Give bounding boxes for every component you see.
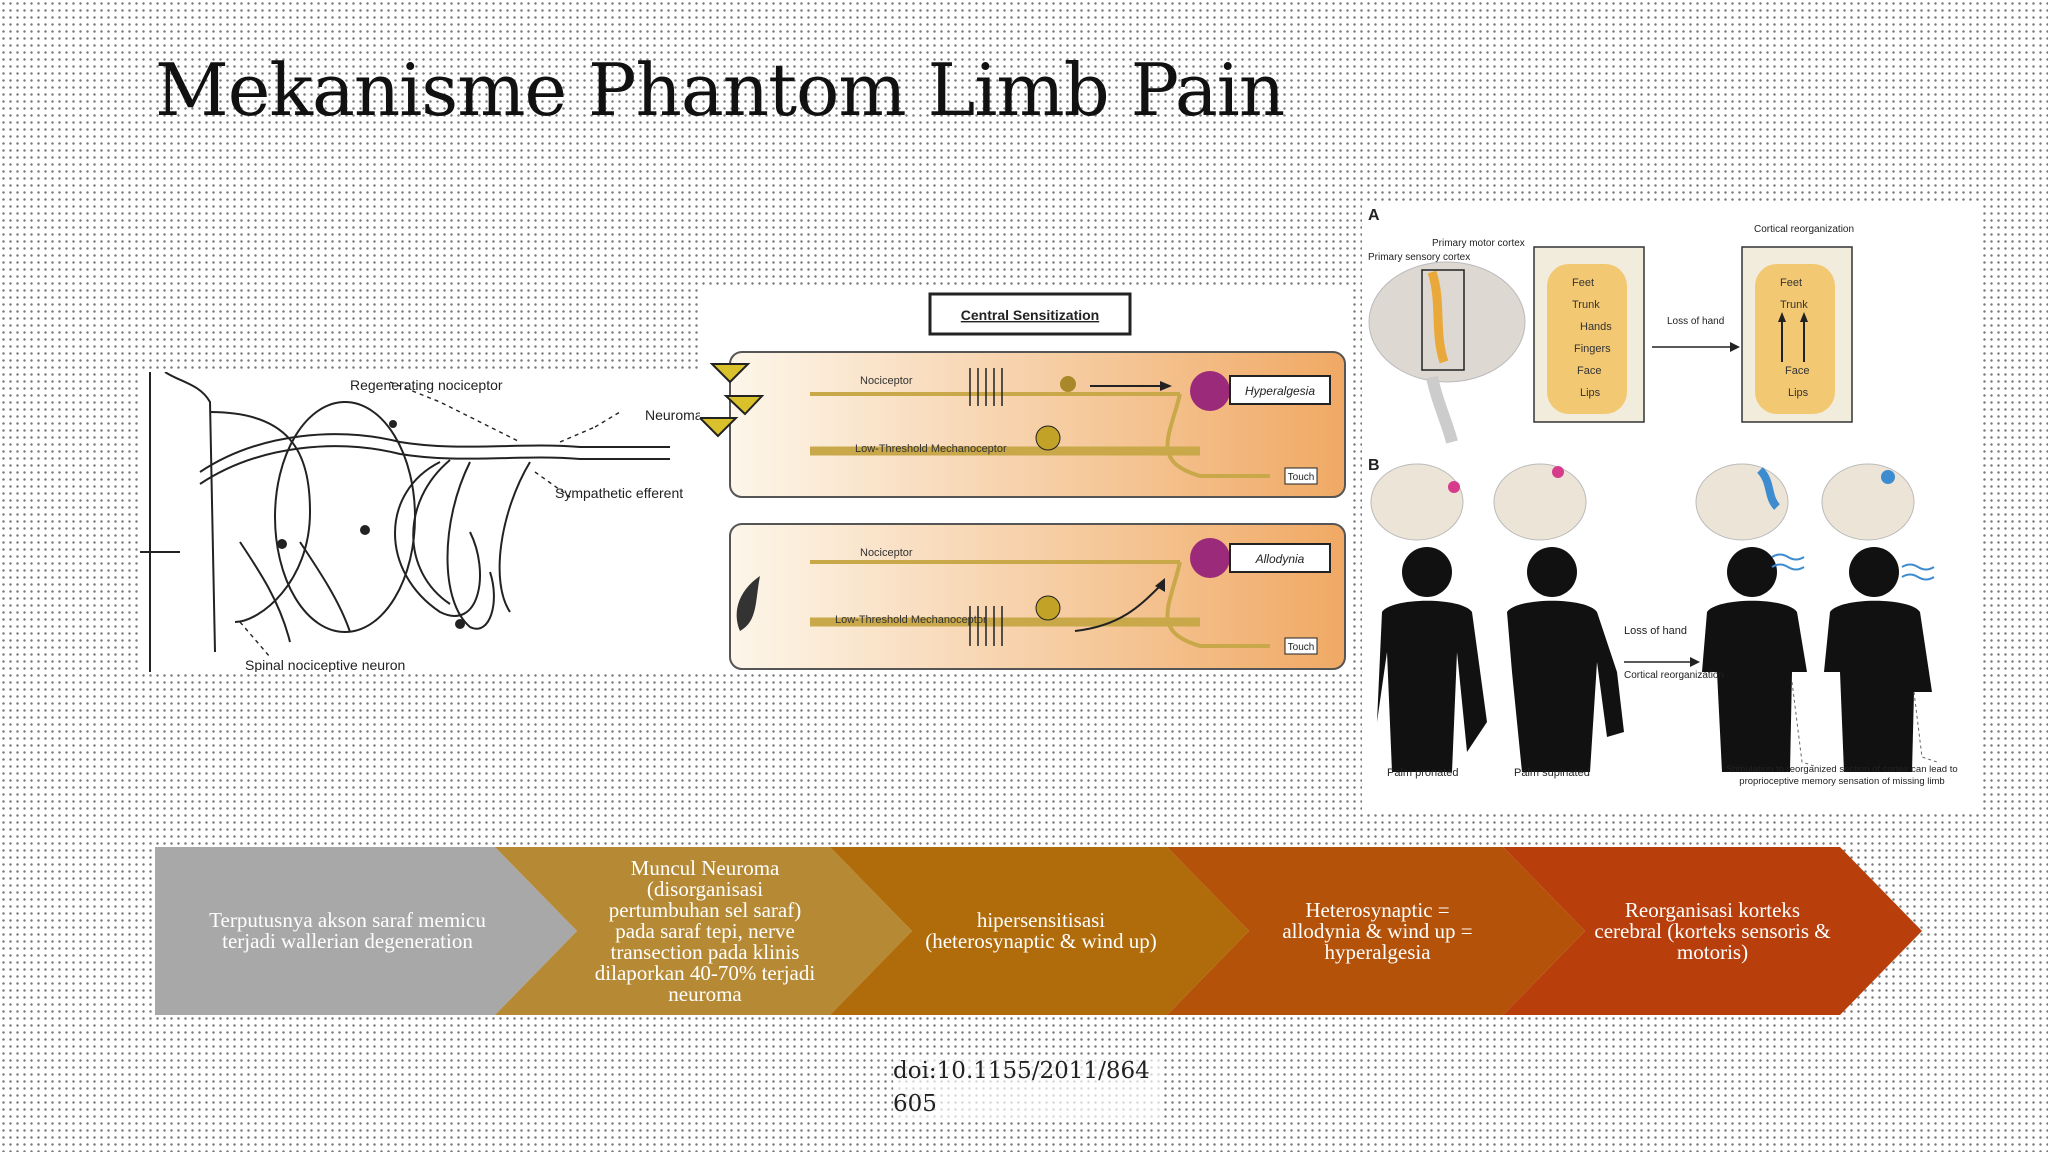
mechanoceptor-label-top: Low-Threshold Mechanoceptor <box>855 443 1007 455</box>
step-shape-0 <box>155 847 577 1015</box>
process-step-3: hipersensitisasi (heterosynaptic & wind … <box>925 908 1157 953</box>
central-sensitization-diagram: Central Sensitization Hyperalgesia Touch… <box>700 286 1350 674</box>
process-step-1: Terputusnya akson saraf memicu terjadi w… <box>209 908 486 953</box>
map-before-5: Lips <box>1580 387 1601 399</box>
map-before-2: Hands <box>1580 321 1612 333</box>
process-step-4: Heterosynaptic = allodynia & wind up = h… <box>1282 897 1473 964</box>
map-before-1: Trunk <box>1572 299 1600 311</box>
allodynia-label: Allodynia <box>1255 552 1305 566</box>
motor-cortex-label: Primary motor cortex <box>1432 238 1525 249</box>
nociceptor-label-top: Nociceptor <box>860 375 913 387</box>
map-before-4: Face <box>1577 365 1601 377</box>
touch-label-top: Touch <box>1288 472 1315 483</box>
step-shape-3 <box>1167 847 1585 1015</box>
map-after-0: Feet <box>1780 277 1802 289</box>
neuroma-label: Neuroma <box>645 407 703 423</box>
stimulation-caption: Stimulation to reorganized section of co… <box>1726 764 1958 787</box>
step-shape-4 <box>1503 847 1922 1015</box>
hyperalgesia-label: Hyperalgesia <box>1245 384 1315 398</box>
mechanoceptor-label-bottom: Low-Threshold Mechanoceptor <box>835 614 987 626</box>
spinal-label: Spinal nociceptive neuron <box>245 657 405 672</box>
panel-a-letter: A <box>1368 207 1380 224</box>
map-before-3: Fingers <box>1574 343 1611 355</box>
map-after-3: Lips <box>1788 387 1809 399</box>
palm-pronated-label: Palm pronated <box>1387 767 1459 779</box>
process-step-5: Reorganisasi korteks cerebral (korteks s… <box>1594 897 1831 964</box>
cortical-reorganization-figure: A B Primary sensory cortex Primary motor… <box>1362 202 1980 812</box>
sympathetic-label: Sympathetic efferent <box>555 485 683 501</box>
touch-label-bottom: Touch <box>1288 642 1315 653</box>
cortical-reorg-label: Cortical reorganization <box>1754 224 1854 235</box>
cortical-reorg-label-b: Cortical reorganization <box>1624 670 1724 681</box>
loss-label-b: Loss of hand <box>1624 625 1687 637</box>
step-shape-2 <box>830 847 1249 1015</box>
process-step-2: Muncul Neuroma (disorganisasi pertumbuha… <box>594 855 816 1006</box>
loss-label-a: Loss of hand <box>1667 316 1724 327</box>
sensory-cortex-label: Primary sensory cortex <box>1368 252 1470 263</box>
map-before-0: Feet <box>1572 277 1594 289</box>
map-after-2: Face <box>1785 365 1809 377</box>
step-shape-1 <box>495 847 912 1015</box>
panel-b-letter: B <box>1368 457 1380 474</box>
map-after-1: Trunk <box>1780 299 1808 311</box>
palm-supinated-label: Palm supinated <box>1514 767 1590 779</box>
neuroma-diagram: Regenerating nociceptor Neuroma Sympathe… <box>140 372 708 672</box>
regenerating-label: Regenerating nociceptor <box>350 377 503 393</box>
slide-title: Mekanisme Phantom Limb Pain <box>155 48 1285 132</box>
central-sensitization-title: Central Sensitization <box>961 307 1099 323</box>
doi-reference: doi:10.1155/2011/864605 <box>893 1055 1163 1121</box>
nociceptor-label-bottom: Nociceptor <box>860 547 913 559</box>
